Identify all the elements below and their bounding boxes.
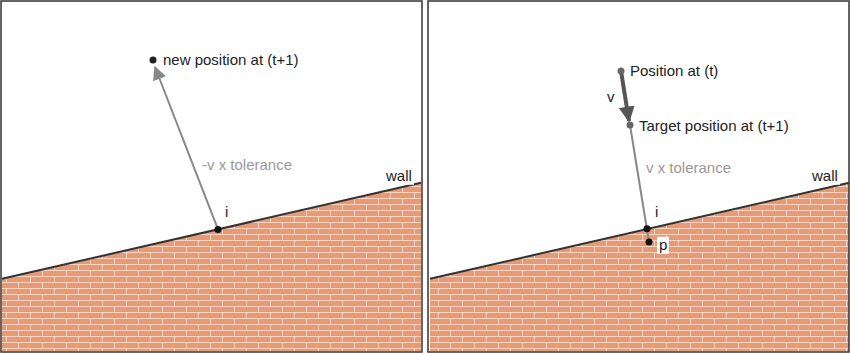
wall-label: wall: [810, 168, 840, 185]
tolerance-line: [630, 125, 649, 242]
point-label: i: [223, 204, 230, 221]
point-label: i: [653, 204, 660, 221]
panel-frame: [1, 1, 422, 352]
brick-wall: [2, 183, 421, 351]
vector-label: -v x tolerance: [200, 157, 294, 174]
vector-arrow: [155, 67, 218, 229]
wall-line: [430, 183, 849, 279]
point-label: p: [657, 237, 669, 254]
vector-label: v: [605, 89, 617, 106]
panel-frame: [428, 1, 849, 352]
penetration-dot: [646, 239, 653, 246]
intersection-dot: [215, 226, 222, 233]
wall-line: [2, 183, 421, 279]
vector-label: v x tolerance: [644, 160, 733, 177]
brick-wall: [430, 183, 849, 351]
target-dot: [627, 122, 634, 129]
position-label: new position at (t+1): [161, 52, 301, 69]
position-dot: [150, 57, 157, 64]
position-label: Target position at (t+1): [637, 118, 791, 135]
wall-label: wall: [384, 168, 414, 185]
intersection-dot: [644, 225, 651, 232]
position-label: Position at (t): [628, 63, 720, 80]
position-dot: [618, 68, 625, 75]
